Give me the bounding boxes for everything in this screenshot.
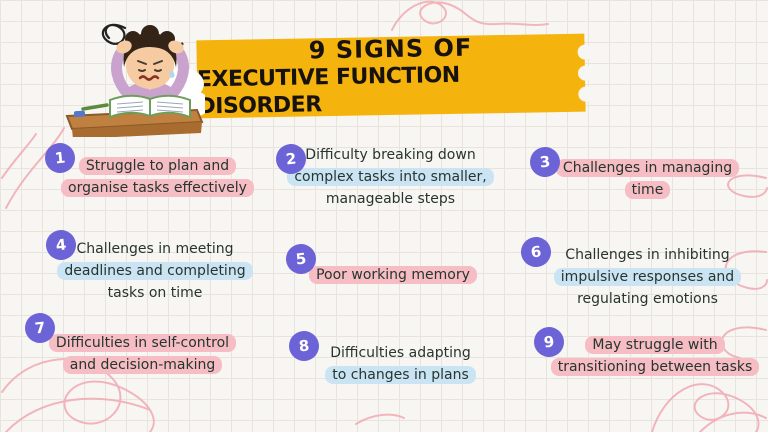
ticket-notch bbox=[578, 86, 594, 102]
sign-line-text: Difficulties in self-control bbox=[48, 334, 237, 352]
sign-line-text: Difficulty breaking down bbox=[305, 147, 476, 163]
sign-line: Difficulties in self-control bbox=[35, 332, 250, 354]
sign-line: Difficulties adapting bbox=[293, 342, 508, 364]
sign-item-3: 3 Challenges in managing time bbox=[528, 145, 755, 201]
sign-line-text: Challenges in managing bbox=[555, 159, 740, 177]
sign-line: Challenges in managing bbox=[540, 157, 755, 179]
sign-line-text: and decision-making bbox=[62, 356, 223, 374]
sign-item-7: 7 Difficulties in self-control and decis… bbox=[23, 311, 250, 376]
sign-item-9: 9 May struggle with transitioning betwee… bbox=[532, 325, 765, 378]
frustrated-student-illustration bbox=[65, 23, 205, 137]
open-book bbox=[109, 94, 191, 119]
sign-line-text: tasks on time bbox=[107, 285, 203, 301]
sign-line-text: time bbox=[624, 181, 671, 199]
ticket-notch bbox=[577, 65, 594, 81]
worried-mouth bbox=[138, 75, 160, 81]
sign-line: impulsive responses and bbox=[540, 266, 755, 288]
arms bbox=[111, 48, 189, 100]
eraser bbox=[73, 110, 86, 118]
page-title-line-2: EXECUTIVE FUNCTION DISORDER bbox=[196, 62, 460, 120]
sign-line-text: Poor working memory bbox=[309, 266, 477, 284]
sign-item-5: 5 Poor working memory bbox=[284, 242, 498, 286]
sign-line-text: Difficulties adapting bbox=[330, 345, 471, 361]
sign-line: tasks on time bbox=[50, 282, 260, 304]
sign-line-text: impulsive responses and bbox=[553, 268, 742, 286]
sign-line: to changes in plans bbox=[293, 364, 508, 386]
doodle-top-scribble bbox=[391, 0, 549, 31]
sweat-drop bbox=[169, 70, 175, 78]
sign-line-text: regulating emotions bbox=[577, 291, 718, 307]
sign-line-text: complex tasks into smaller, bbox=[287, 168, 494, 186]
doodle-left-curve-2 bbox=[1, 133, 37, 179]
sign-line: Difficulty breaking down bbox=[283, 144, 498, 166]
sign-line: complex tasks into smaller, bbox=[283, 166, 498, 188]
sign-line-text: organise tasks effectively bbox=[61, 179, 254, 197]
sign-line: Challenges in inhibiting bbox=[540, 244, 755, 266]
sign-item-4: 4 Challenges in meeting deadlines and co… bbox=[44, 228, 260, 304]
sign-item-1: 1 Struggle to plan and organise tasks ef… bbox=[43, 141, 265, 199]
sign-line: regulating emotions bbox=[540, 288, 755, 310]
face-features bbox=[137, 60, 163, 72]
sign-line: manageable steps bbox=[283, 188, 498, 210]
doodle-bottom-right-loops bbox=[651, 383, 760, 432]
ticket-notch bbox=[577, 44, 593, 60]
doodle-bottom-left-curve bbox=[5, 397, 151, 432]
hands bbox=[116, 40, 184, 54]
sign-line-text: May struggle with bbox=[585, 336, 725, 354]
sign-line: deadlines and completing bbox=[50, 260, 260, 282]
sign-line-text: deadlines and completing bbox=[57, 262, 253, 280]
sign-line: organise tasks effectively bbox=[50, 177, 265, 199]
sign-line-text: Challenges in meeting bbox=[76, 241, 234, 257]
sign-item-2: 2 Difficulty breaking down complex tasks… bbox=[274, 142, 498, 210]
sign-line: Struggle to plan and bbox=[50, 155, 265, 177]
sign-line-text: to changes in plans bbox=[325, 366, 476, 384]
sign-line-text: transitioning between tasks bbox=[550, 358, 760, 376]
title-banner: 9 SIGNS OF EXECUTIVE FUNCTION DISORDER bbox=[196, 33, 594, 120]
sign-line-text: Challenges in inhibiting bbox=[565, 247, 730, 263]
page-title-line-1: 9 SIGNS OF bbox=[308, 33, 473, 65]
sign-line: time bbox=[540, 179, 755, 201]
sign-line: Challenges in meeting bbox=[50, 238, 260, 260]
doodle-bottom-center-curve bbox=[355, 413, 405, 425]
sign-line: May struggle with bbox=[545, 334, 765, 356]
sign-item-6: 6 Challenges in inhibiting impulsive res… bbox=[519, 235, 755, 310]
sign-line-text: Struggle to plan and bbox=[78, 157, 237, 175]
sign-line: and decision-making bbox=[35, 354, 250, 376]
sign-item-8: 8 Difficulties adapting to changes in pl… bbox=[287, 329, 508, 386]
face bbox=[126, 41, 174, 89]
sign-line: transitioning between tasks bbox=[545, 356, 765, 378]
sign-line: Poor working memory bbox=[288, 264, 498, 286]
pencil bbox=[81, 103, 109, 111]
doodle-bottom-right-curve bbox=[699, 411, 767, 432]
sign-line-text: manageable steps bbox=[325, 191, 456, 207]
